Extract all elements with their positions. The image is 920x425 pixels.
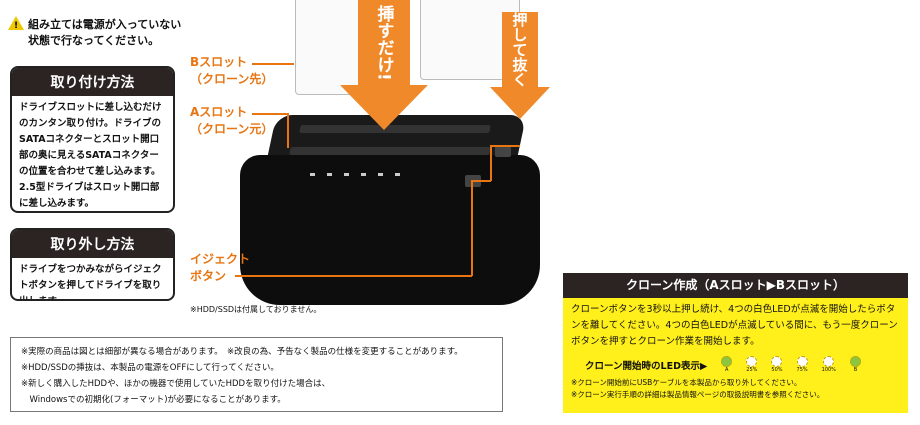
clone-notes: ※クローン開始前にUSBケーブルを本製品から取り外してください。 ※クローン実行…: [571, 378, 825, 399]
install-text: ドライブスロットに差し込むだけのカンタン取り付け。ドライブのSATAコネクターと…: [19, 102, 162, 209]
warning-icon: !: [8, 16, 24, 31]
eject-button-b: [495, 145, 511, 157]
led-75: 75%: [797, 356, 808, 373]
led-100: 100%: [822, 356, 836, 373]
led-50: 50%: [771, 356, 783, 373]
install-title: 取り付け方法: [12, 68, 173, 96]
led-25: 25%: [746, 356, 757, 373]
remove-box: 取り外し方法 ドライブをつかみながらイジェクトボタンを押してドライブを取り出しま…: [10, 228, 175, 301]
remove-title: 取り外し方法: [12, 230, 173, 258]
clone-text: クローンボタンを3秒以上押し続け、4つの白色LEDが点滅を開始したらボタンを離し…: [571, 304, 898, 347]
assembly-warning: !組み立ては電源が入っていない 状態で行なってください。: [8, 16, 181, 49]
status-leds: [310, 173, 400, 176]
eject-button-label: イジェクトボタン: [190, 252, 251, 283]
slot-b-label: Bスロット（クローン先）: [190, 55, 274, 86]
install-box: 取り付け方法 ドライブスロットに差し込むだけのカンタン取り付け。ドライブのSAT…: [10, 66, 175, 213]
remove-text: ドライブをつかみながらイジェクトボタンを押してドライブを取り出します。: [19, 264, 162, 299]
slot-b-leader: [252, 63, 294, 65]
led-a: A: [721, 356, 733, 373]
led-indicator-row: クローン開始時のLED表示▶ A 25% 50% 75% 100% B: [563, 354, 908, 375]
hdd-not-included-note: ※HDD/SSDは付属しておりません。: [190, 305, 322, 314]
led-b: B: [849, 356, 861, 373]
slot-a-label: Aスロット（クローン元）: [190, 105, 274, 136]
eject-leader: [235, 275, 472, 277]
clone-info-box: クローン作成（Aスロット▶Bスロット） クローンボタンを3秒以上押し続け、4つの…: [563, 273, 908, 413]
clone-title: クローン作成（Aスロット▶Bスロット）: [563, 273, 908, 298]
slot-a-leader: [252, 113, 288, 115]
pull-arrow: 押して抜く: [490, 12, 550, 119]
insert-arrow: 挿すだけ!: [340, 0, 428, 130]
notice-box: ※実際の商品は図とは細部が異なる場合があります。 ※改良の為、予告なく製品の仕様…: [10, 337, 503, 412]
